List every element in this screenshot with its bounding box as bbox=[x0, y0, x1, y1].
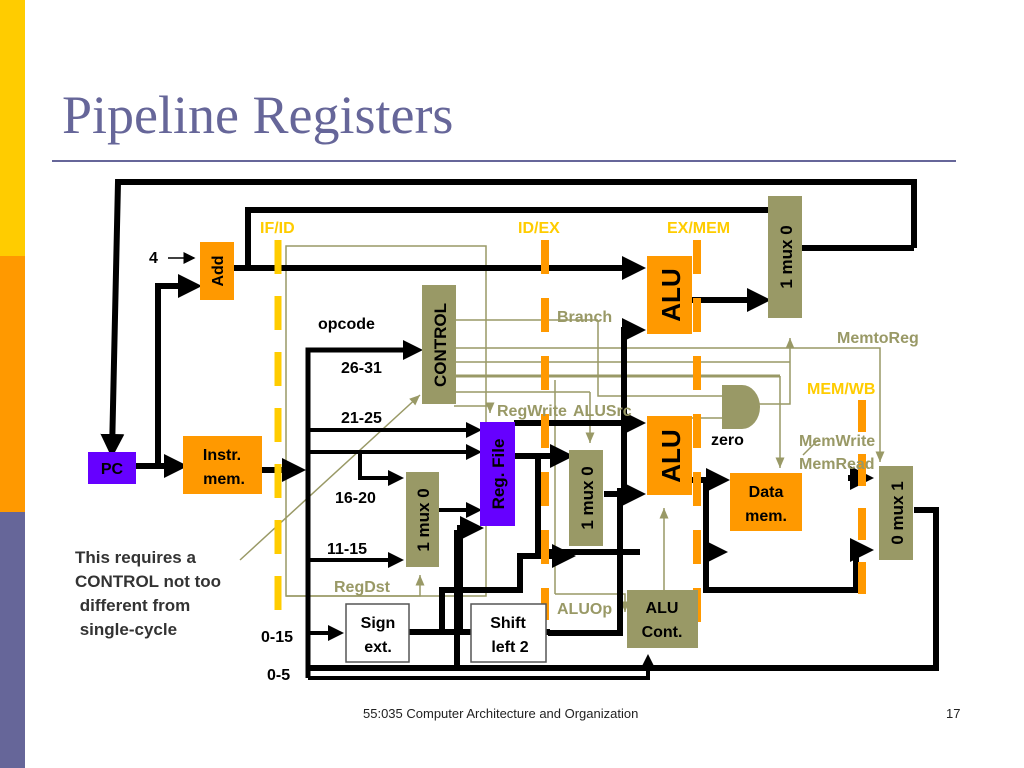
mux-regdst-block: 1 mux 0 bbox=[406, 472, 439, 567]
constant-four-label: 4 bbox=[149, 250, 158, 267]
data-mem-block: Data mem. bbox=[730, 473, 802, 531]
branch-signal-label: Branch bbox=[557, 309, 612, 326]
instr-mem-block: Instr. mem. bbox=[183, 436, 262, 494]
mux-branch-label: 1 mux 0 bbox=[777, 225, 796, 288]
memread-signal-label: MemRead bbox=[799, 456, 875, 473]
zero-flag-label: zero bbox=[711, 432, 744, 449]
reg-file-block: Reg. File bbox=[480, 422, 515, 526]
decor-stripe-orange bbox=[0, 256, 25, 512]
id-ex-label: ID/EX bbox=[518, 220, 560, 237]
annotation-note: This requires a CONTROL not too differen… bbox=[75, 548, 222, 639]
alu-control-block: ALU Cont. bbox=[627, 590, 698, 648]
alu-branch-label: ALU bbox=[656, 268, 686, 321]
opcode-label: opcode bbox=[318, 316, 375, 333]
regwrite-signal-label: RegWrite bbox=[497, 403, 567, 420]
alu-cont-label-2: Cont. bbox=[642, 624, 683, 641]
regdst-signal-label: RegDst bbox=[334, 579, 391, 596]
slide-title: Pipeline Registers bbox=[62, 85, 454, 145]
title-underline bbox=[52, 160, 956, 162]
add-block: Add bbox=[200, 242, 234, 300]
control-label: CONTROL bbox=[431, 303, 450, 387]
bits-16-20-label: 16-20 bbox=[335, 490, 376, 507]
if-id-label: IF/ID bbox=[260, 220, 295, 237]
memtoreg-signal-label: MemtoReg bbox=[837, 330, 919, 347]
bits-11-15-label: 11-15 bbox=[327, 541, 367, 558]
mux-alusrc-block: 1 mux 0 bbox=[569, 450, 603, 546]
footer-course-title: 55:035 Computer Architecture and Organiz… bbox=[363, 706, 639, 721]
data-mem-label-1: Data bbox=[749, 484, 784, 501]
bits-21-25-label: 21-25 bbox=[341, 410, 382, 427]
instr-mem-label-1: Instr. bbox=[203, 447, 241, 464]
pc-label: PC bbox=[101, 461, 124, 478]
memwrite-signal-label: MemWrite bbox=[799, 433, 875, 450]
mux-alusrc-label: 1 mux 0 bbox=[578, 466, 597, 529]
shift-label-1: Shift bbox=[490, 615, 526, 632]
shift-label-2: left 2 bbox=[491, 639, 528, 656]
decor-stripe-yellow bbox=[0, 0, 25, 256]
data-wires bbox=[100, 179, 939, 680]
sign-ext-block: Sign ext. bbox=[345, 603, 410, 663]
instr-mem-label-2: mem. bbox=[203, 471, 245, 488]
add-label: Add bbox=[210, 255, 227, 286]
mux-memtoreg-label: 0 mux 1 bbox=[888, 481, 907, 544]
bits-26-31-label: 26-31 bbox=[341, 360, 382, 377]
mem-wb-label: MEM/WB bbox=[807, 381, 875, 398]
control-wires bbox=[239, 245, 885, 612]
alusrc-signal-label: ALUSrc bbox=[573, 403, 632, 420]
and-gate bbox=[722, 385, 760, 429]
ex-mem-label: EX/MEM bbox=[667, 220, 730, 237]
alu-main-label: ALU bbox=[656, 429, 686, 482]
aluop-signal-label: ALUOp bbox=[557, 601, 612, 618]
decor-stripe-slate bbox=[0, 512, 25, 768]
pc-block: PC bbox=[88, 452, 136, 484]
data-mem-label-2: mem. bbox=[745, 508, 787, 525]
alu-cont-label-1: ALU bbox=[646, 600, 679, 617]
control-block: CONTROL bbox=[422, 285, 456, 404]
mux-memtoreg-block: 0 mux 1 bbox=[879, 466, 913, 560]
alu-branch-block: ALU bbox=[647, 256, 692, 334]
sign-ext-label-1: Sign bbox=[361, 615, 396, 632]
mux-regdst-label: 1 mux 0 bbox=[414, 488, 433, 551]
bits-0-15-label: 0-15 bbox=[261, 629, 293, 646]
reg-file-label: Reg. File bbox=[489, 439, 508, 510]
alu-main-block: ALU bbox=[647, 416, 692, 495]
shift-left-block: Shift left 2 bbox=[470, 603, 547, 663]
footer-page-number: 17 bbox=[946, 706, 961, 721]
mux-branch-block: 1 mux 0 bbox=[768, 196, 802, 318]
sign-ext-label-2: ext. bbox=[364, 639, 392, 656]
bits-0-5-label: 0-5 bbox=[267, 667, 290, 684]
